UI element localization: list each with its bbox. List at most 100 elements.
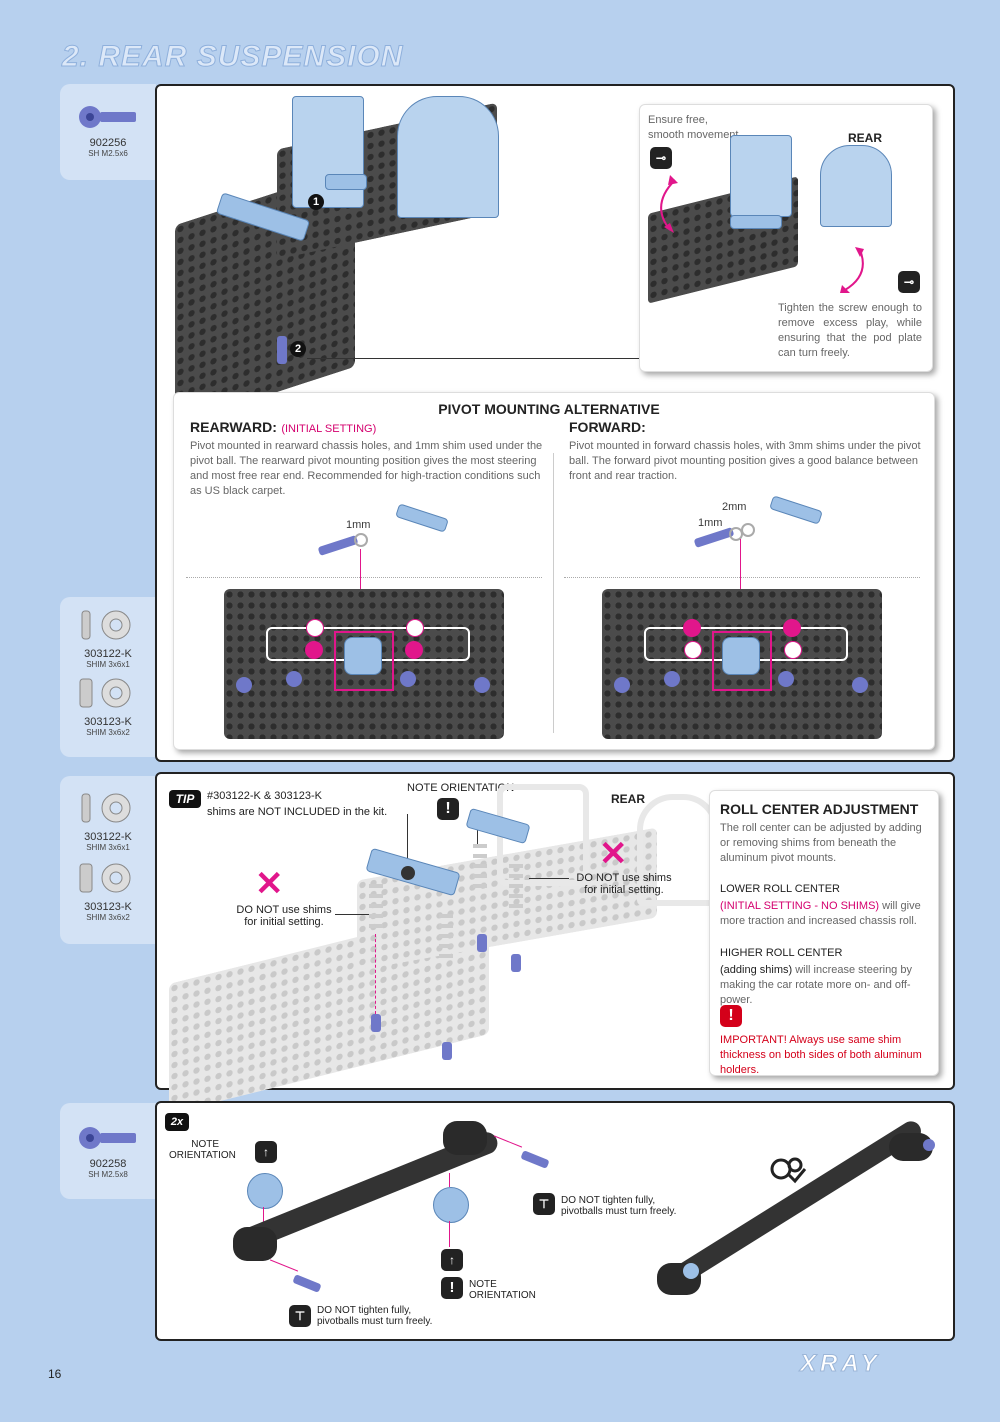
shim-stack [369, 884, 383, 934]
motor-mount [292, 96, 364, 208]
no-shims-left: DO NOT use shims for initial setting. [229, 904, 339, 928]
hole-empty [684, 641, 702, 659]
page-title: 2. REAR SUSPENSION [61, 40, 404, 74]
no-shims-left-line1: DO NOT use shims [236, 904, 332, 916]
pivot-ball-holder [722, 637, 760, 675]
orientation-arrow-icon: ↑ [441, 1249, 463, 1271]
mount-screw [400, 671, 416, 687]
link-end [233, 1227, 277, 1261]
part-desc: SHIM 3x6x1 [86, 843, 130, 852]
callout-number-1: 1 [308, 194, 324, 210]
note-mid-line1: NOTE [469, 1279, 497, 1290]
guide-line [449, 1221, 450, 1247]
part-desc: SHIM 3x6x2 [86, 728, 130, 737]
screw [317, 535, 359, 556]
rear-label: REAR [611, 792, 646, 806]
screw [371, 1014, 381, 1032]
mount-screw [474, 677, 490, 693]
separator [186, 577, 542, 578]
no-shims-right-line1: DO NOT use shims [576, 872, 672, 884]
part-tab-shims-a: 303122-K SHIM 3x6x1 303123-K SHIM 3x6x2 [60, 597, 156, 757]
rotate-arrow-icon [660, 175, 678, 233]
step1-panel: 1 2 Ensure free, smooth movement. ⊸ REAR… [155, 84, 955, 762]
step2-panel: TIP #303122-K & 303123-K shims are NOT I… [155, 772, 955, 1114]
roll-text: The roll center can be adjusted by addin… [720, 822, 922, 864]
note-mid-line2: ORIENTATION [469, 1290, 536, 1301]
leader-line [335, 914, 369, 915]
hole-empty [306, 619, 324, 637]
higher-title: HIGHER ROLL CENTER [720, 947, 843, 959]
hole-used [783, 619, 801, 637]
screw [277, 336, 287, 364]
rearward-title: REARWARD: [190, 419, 277, 435]
dnt-bottom-line1: DO NOT tighten fully, [317, 1305, 412, 1316]
callout-number-2: 2 [290, 341, 306, 357]
shim-icon [81, 793, 131, 823]
link-rod-assembled [659, 1117, 925, 1294]
shim-icon [81, 610, 131, 640]
pivot-ball-top [247, 1173, 283, 1209]
leader-line [307, 358, 757, 359]
part-tab-902256: 902256 SH M2.5x6 [60, 84, 156, 180]
guide-line [449, 1173, 450, 1187]
tighten-text: Tighten the screw enough to remove exces… [778, 302, 922, 359]
roll-center-callout: ROLL CENTER ADJUSTMENT The roll center c… [709, 790, 939, 1076]
part-code: 303123-K [84, 716, 132, 728]
leader-line [407, 814, 408, 870]
part-desc: SH M2.5x6 [88, 149, 128, 158]
pivot-holder [769, 495, 823, 525]
dnt-bottom-line2: pivotballs must turn freely. [317, 1316, 433, 1327]
higher-text: will increase steering by making the car… [720, 964, 912, 1006]
link-end [443, 1121, 487, 1155]
dnt-bottom: DO NOT tighten fully, pivotballs must tu… [317, 1305, 432, 1327]
pivot-ball [325, 174, 367, 190]
motor-mount-right [397, 96, 499, 218]
screw [477, 934, 487, 952]
pivot-ball [683, 1263, 699, 1279]
shim-icon [79, 678, 131, 708]
guide-line [375, 934, 377, 1014]
warning-icon: ! [720, 1005, 742, 1027]
hole-empty [406, 619, 424, 637]
pivot-ball-holder [344, 637, 382, 675]
tip-line2: shims are NOT INCLUDED in the kit. [207, 806, 388, 818]
rear-label: REAR [848, 131, 883, 145]
rearward-text: Pivot mounted in rearward chassis holes,… [190, 440, 543, 497]
hole-used [683, 619, 701, 637]
screw [520, 1150, 550, 1169]
assembly-check-icon [770, 1157, 807, 1184]
page-number: 16 [48, 1367, 62, 1381]
shim-stack [473, 844, 487, 888]
detail-callout: Ensure free, smooth movement. ⊸ REAR ⊸ T… [639, 104, 933, 372]
motor-mount-detail-right [820, 145, 892, 227]
screw [292, 1274, 322, 1293]
pivot-ball [401, 866, 415, 880]
separator [564, 577, 920, 578]
part-code: 303123-K [84, 901, 132, 913]
mount-screw [664, 671, 680, 687]
no-shims-left-line2: for initial setting. [244, 916, 324, 928]
part-desc: SHIM 3x6x2 [86, 913, 130, 922]
no-shims-right: DO NOT use shims for initial setting. [569, 872, 679, 896]
mount-screw [852, 677, 868, 693]
ensure-line2: smooth movement. [648, 129, 742, 141]
shim-stack [509, 864, 523, 908]
cross-icon: ✕ [255, 865, 284, 903]
note-top-line1: NOTE [191, 1139, 219, 1150]
lower-block: (INITIAL SETTING - NO SHIMS) will give m… [720, 899, 930, 929]
shim-size-label: 1mm [346, 519, 371, 531]
pivot-mounting-box: PIVOT MOUNTING ALTERNATIVE REARWARD: (IN… [173, 392, 935, 750]
shim-size-label: 1mm [698, 517, 723, 529]
no-shims-right-line2: for initial setting. [584, 884, 664, 896]
exclamation-icon: ! [437, 798, 459, 820]
shim [354, 533, 368, 547]
hole-used [305, 641, 323, 659]
note-orientation-label: NOTE ORIENTATION [407, 782, 515, 794]
guide-line [269, 1259, 299, 1272]
dnt-top: DO NOT tighten fully, pivotballs must tu… [561, 1195, 676, 1217]
wrench-loose-icon: ⊸ [650, 147, 672, 169]
pivot-title: PIVOT MOUNTING ALTERNATIVE [438, 401, 660, 417]
dnt-top-line2: pivotballs must turn freely. [561, 1206, 677, 1217]
hex-wrench-icon: ⊤ [289, 1305, 311, 1327]
rearward-tag: (INITIAL SETTING) [281, 423, 377, 435]
